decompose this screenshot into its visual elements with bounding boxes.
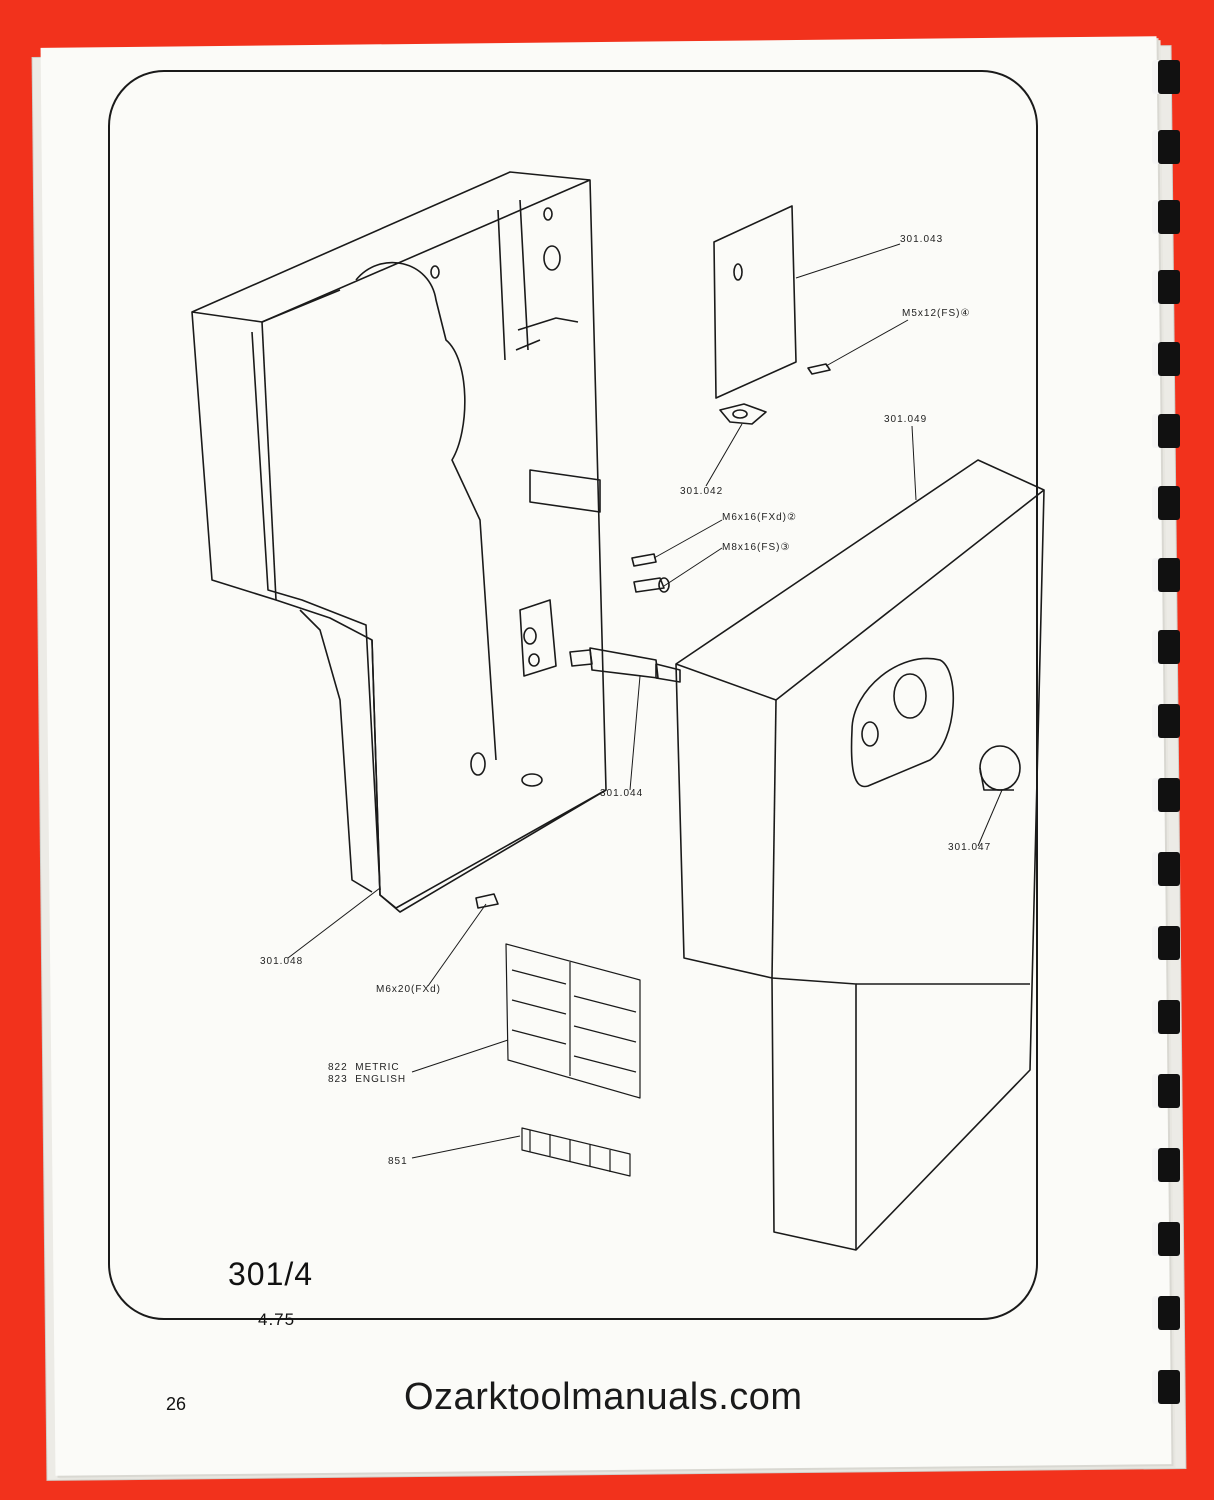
callout-m6x20: M6x20(FXd)	[376, 984, 442, 995]
binding-ring	[1158, 486, 1180, 520]
watermark-text: Ozarktoolmanuals.com	[404, 1376, 803, 1418]
callout-301-049: 301.049	[884, 414, 928, 425]
binding-ring	[1158, 778, 1180, 812]
model-number: 301/4	[228, 1256, 314, 1292]
binding-ring	[1158, 270, 1180, 304]
callout-m5x12: M5x12(FS)④	[902, 308, 971, 319]
callout-metric-english: 822 METRIC 823 ENGLISH	[328, 1062, 407, 1085]
callout-301-043: 301.043	[900, 234, 944, 245]
binding-ring	[1158, 1074, 1180, 1108]
binding-ring	[1158, 1370, 1180, 1404]
binding-ring	[1158, 342, 1180, 376]
binding-ring	[1158, 1222, 1180, 1256]
binding-ring	[1158, 414, 1180, 448]
cover-plate	[713, 205, 831, 425]
binding-ring	[1158, 852, 1180, 886]
binding-ring	[1158, 1148, 1180, 1182]
binding-ring	[1158, 130, 1180, 164]
callout-301-047: 301.047	[948, 842, 992, 853]
rear-housing	[191, 171, 607, 913]
callout-301-042: 301.042	[680, 486, 724, 497]
callout-851: 851	[388, 1156, 408, 1167]
screws	[475, 553, 670, 909]
callout-301-044: 301.044	[600, 788, 644, 799]
data-plates	[505, 943, 641, 1177]
leader-lines	[287, 243, 1003, 1159]
binding-ring	[1158, 200, 1180, 234]
binding-ring	[1158, 1000, 1180, 1034]
callout-m6x16-fxd: M6x16(FXd)②	[722, 512, 797, 523]
binding-ring	[1158, 60, 1180, 94]
binding-ring	[1158, 704, 1180, 738]
callout-301-048: 301.048	[260, 956, 304, 967]
front-cover	[675, 459, 1045, 1251]
spiral-binding	[1138, 52, 1198, 1432]
callout-m8x16-fs: M8x16(FS)③	[722, 542, 791, 553]
binding-ring	[1158, 558, 1180, 592]
diagram-frame	[108, 70, 1038, 1320]
binding-ring	[1158, 630, 1180, 664]
model-revision: 4.75	[258, 1310, 296, 1329]
shaft	[569, 647, 681, 683]
binding-ring	[1158, 926, 1180, 960]
binding-ring	[1158, 1296, 1180, 1330]
page-number: 26	[166, 1394, 187, 1414]
